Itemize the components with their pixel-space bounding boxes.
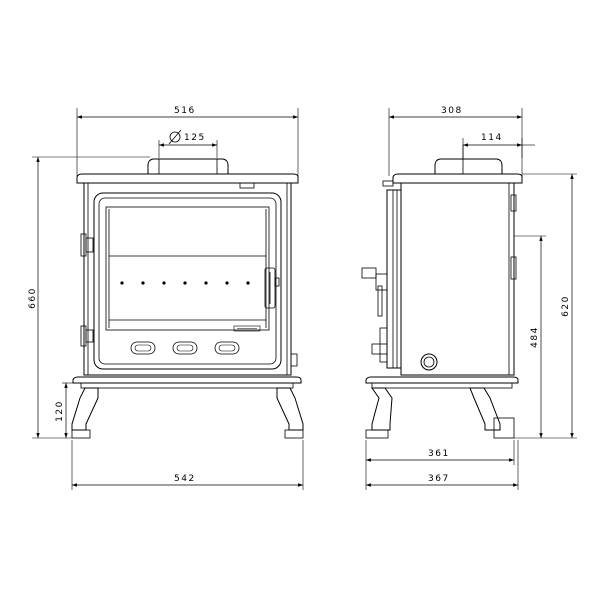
side-legs — [365, 387, 515, 439]
front-view: 516 125 — [28, 106, 304, 490]
front-door — [93, 192, 282, 370]
side-view: 308 114 — [361, 106, 577, 490]
air-control-slot-right — [214, 341, 240, 355]
diameter-symbol-icon — [168, 129, 182, 145]
side-flue-collar — [434, 145, 503, 174]
side-top-plate — [382, 173, 523, 187]
rear-outlet-dimension: 484 — [514, 235, 546, 438]
front-width-label: 516 — [174, 106, 196, 116]
side-height-label: 620 — [561, 295, 571, 317]
side-height-dimension: 620 — [514, 173, 577, 439]
side-overall-depth-dimension: 367 — [366, 440, 519, 490]
front-height-dimension: 660 — [28, 156, 150, 439]
air-control-slot-center — [172, 341, 198, 355]
front-base-width-label: 542 — [174, 474, 196, 484]
door-handle — [264, 267, 280, 309]
front-legs — [71, 387, 304, 439]
side-overall-depth-label: 367 — [428, 474, 450, 484]
front-base — [72, 376, 302, 389]
front-body — [83, 182, 292, 376]
door-hinges — [80, 233, 94, 347]
front-base-width-dimension: 542 — [71, 440, 304, 490]
front-height-label: 660 — [28, 287, 38, 309]
side-base — [365, 376, 519, 389]
leg-height-dimension: 120 — [55, 382, 73, 438]
front-flue-collar — [147, 158, 229, 174]
side-body-depth-dimension: 361 — [365, 440, 515, 490]
front-right-bracket — [290, 353, 298, 367]
air-control-knob-icon — [420, 353, 438, 371]
side-depth-label: 308 — [441, 106, 463, 116]
rear-outlet-label: 484 — [530, 326, 540, 348]
leg-height-label: 120 — [55, 400, 65, 422]
flue-diameter-dimension: 125 — [158, 129, 218, 158]
side-body — [400, 182, 517, 376]
flue-diameter-label: 125 — [184, 133, 206, 143]
side-door-profile — [361, 189, 402, 369]
front-top-plate — [76, 173, 299, 189]
front-width-dimension: 516 — [76, 106, 299, 176]
flue-offset-dimension: 114 — [462, 133, 535, 158]
side-body-depth-label: 361 — [428, 449, 450, 459]
airwash-holes — [120, 281, 250, 285]
flue-offset-label: 114 — [481, 133, 503, 143]
brand-plate-icon — [233, 325, 261, 332]
air-control-slot-left — [130, 341, 156, 355]
